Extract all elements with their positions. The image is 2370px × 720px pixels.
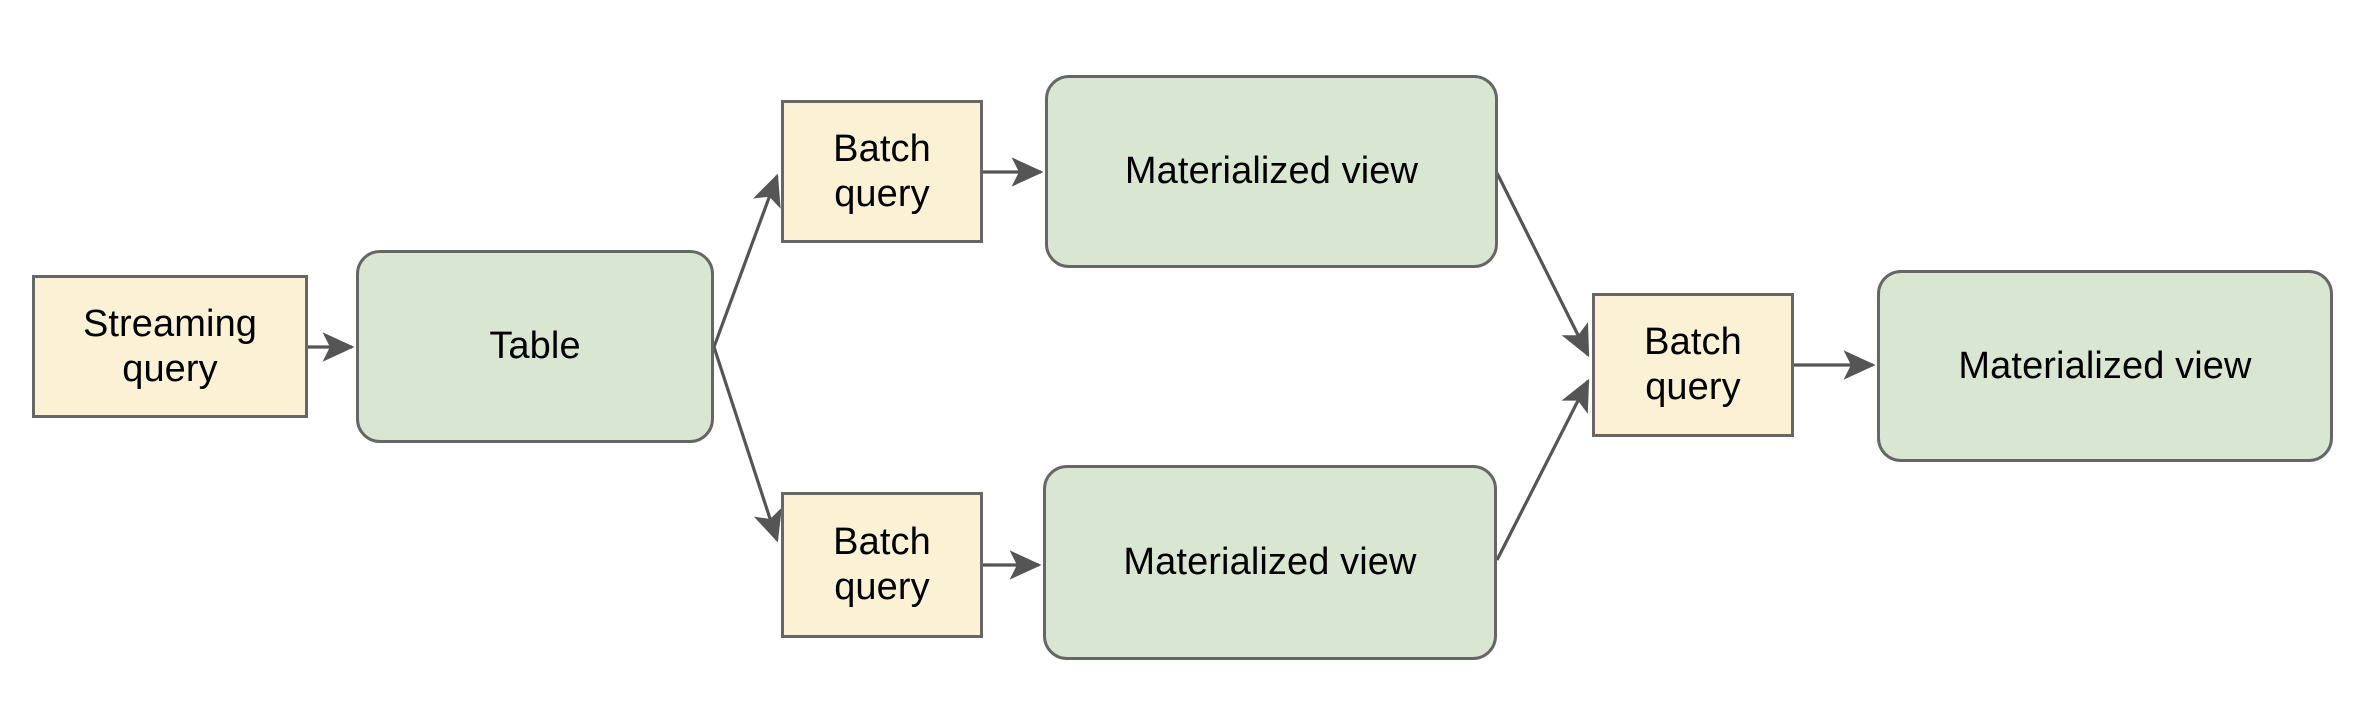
edge-table-to-batch-top	[712, 173, 781, 348]
edge-table-to-batch-bottom	[712, 346, 782, 543]
node-label: Batch query	[1644, 321, 1742, 408]
node-materialized-view-bottom[interactable]: Materialized view	[1043, 465, 1497, 660]
node-label: Table	[489, 325, 581, 368]
edge-mv-bottom-to-batch-merge	[1495, 378, 1590, 561]
node-batch-query-merge[interactable]: Batch query	[1592, 293, 1794, 437]
node-label: Materialized view	[1123, 541, 1417, 584]
node-label: Batch query	[833, 521, 931, 608]
node-batch-query-bottom[interactable]: Batch query	[781, 492, 983, 638]
node-batch-query-top[interactable]: Batch query	[781, 100, 983, 243]
node-label: Materialized view	[1958, 344, 2252, 387]
node-label: Materialized view	[1124, 150, 1419, 193]
node-streaming-query[interactable]: Streaming query	[32, 275, 308, 418]
node-table[interactable]: Table	[356, 250, 714, 443]
edge-mv-top-to-batch-merge	[1495, 172, 1590, 358]
node-materialized-view-final[interactable]: Materialized view	[1877, 270, 2333, 462]
node-label: Batch query	[833, 127, 931, 215]
node-materialized-view-top[interactable]: Materialized view	[1045, 75, 1498, 268]
node-label: Streaming query	[82, 302, 258, 390]
